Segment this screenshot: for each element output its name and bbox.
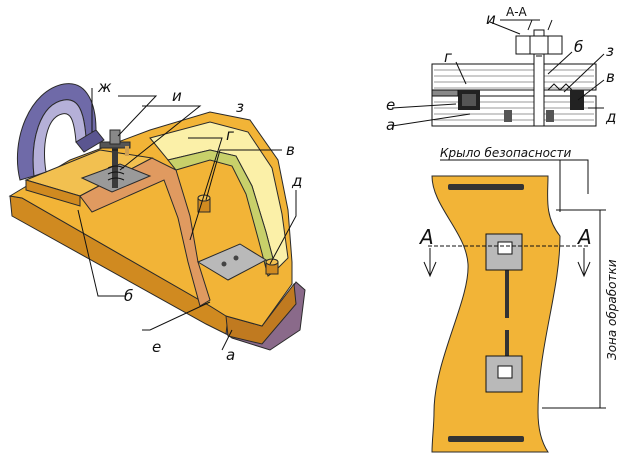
- workpiece-strip: [79, 157, 211, 307]
- label-z: з: [236, 98, 244, 116]
- section-hatch-upper: [434, 69, 594, 89]
- section-screw: [533, 29, 545, 127]
- plan-bottom-strip: [448, 436, 524, 442]
- plate-hole-2: [233, 255, 239, 261]
- wing-label: Крыло безопасности: [440, 146, 572, 160]
- plan-view: Крыло безопасности А А Зона обработки: [418, 146, 619, 453]
- clamp-plank-side: [25, 179, 81, 207]
- section-right-insert: [570, 90, 584, 110]
- section-hatch-lower: [434, 101, 594, 121]
- cut-arrow-right: [577, 248, 591, 278]
- section-label-g: г: [444, 48, 452, 66]
- cut-label-right: А: [576, 225, 592, 249]
- section-left-step: [431, 89, 459, 97]
- section-title: А-А: [506, 5, 528, 19]
- label-v: в: [286, 141, 295, 159]
- section-upper-block: [431, 63, 597, 91]
- zone-label: Зона обработки: [605, 259, 619, 360]
- handle: [16, 83, 105, 181]
- label-a: а: [226, 346, 235, 364]
- label-zh: ж: [97, 78, 112, 96]
- cut-label-left: А: [418, 225, 434, 249]
- section-label-e: е: [386, 96, 395, 114]
- isometric-view: ж и з г в д б е а: [8, 78, 306, 364]
- section-label-v: в: [606, 68, 615, 86]
- plate-hole-1: [221, 261, 227, 267]
- section-label-a: а: [386, 116, 395, 134]
- plan-slot-upper: [505, 254, 509, 318]
- label-i: и: [172, 87, 182, 105]
- label-g: г: [226, 126, 234, 144]
- front-plate: [196, 243, 268, 281]
- section-label-b: б: [574, 38, 583, 56]
- section-view: А-А: [386, 5, 616, 134]
- section-label-i: и: [486, 10, 496, 28]
- curved-guide-strip-edge: [167, 149, 277, 277]
- section-label-d: д: [605, 108, 616, 126]
- plan-top-strip: [448, 184, 524, 190]
- label-e: е: [152, 338, 161, 356]
- section-label-z: з: [606, 42, 614, 60]
- cut-arrow-left: [423, 248, 437, 278]
- pin-d: [265, 258, 279, 275]
- plan-body: [431, 175, 561, 453]
- label-d: д: [291, 172, 302, 190]
- label-b: б: [124, 287, 133, 305]
- screw-clamp: [99, 129, 131, 188]
- section-spring: [547, 83, 573, 91]
